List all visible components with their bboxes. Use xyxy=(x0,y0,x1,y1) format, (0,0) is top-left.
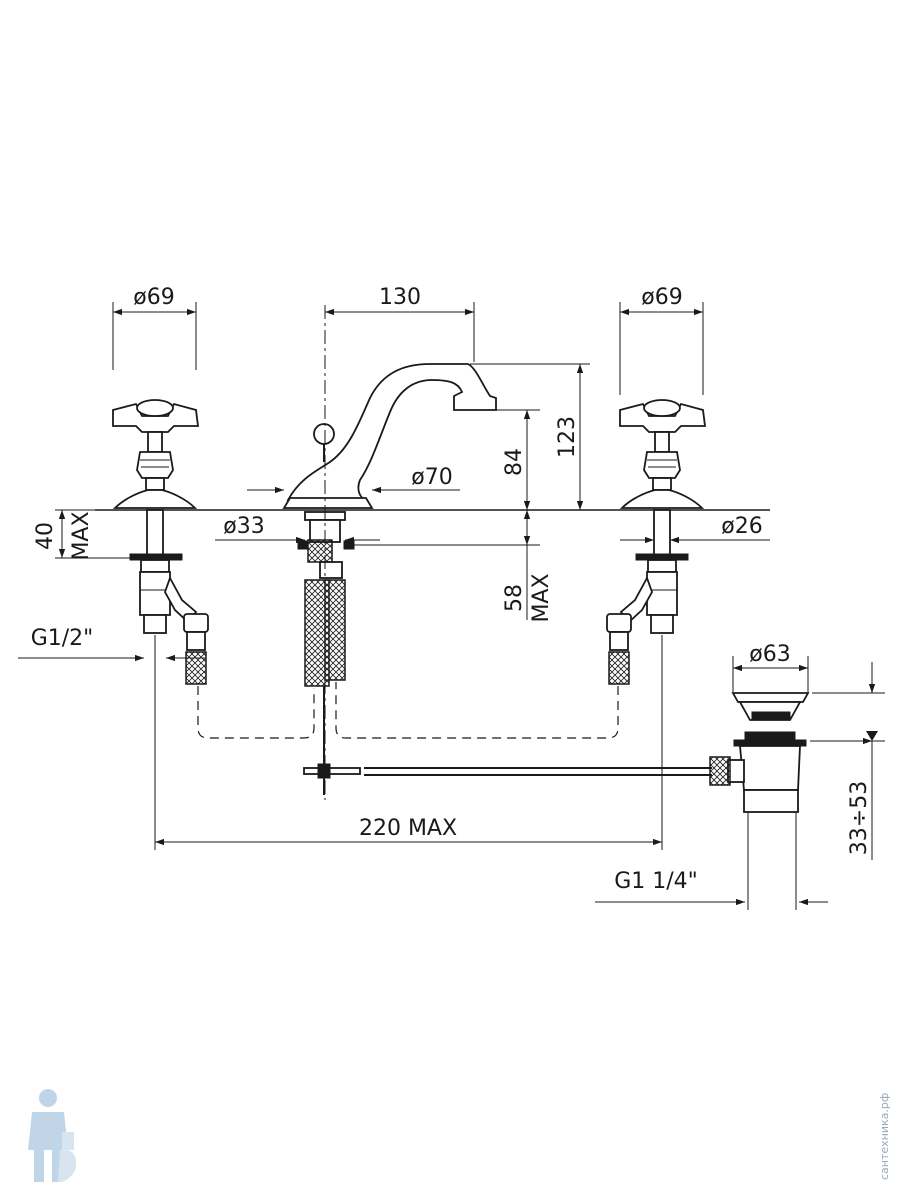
dim-label-spout-shank: 58 xyxy=(502,584,527,612)
dim-label-outlet-height: 84 xyxy=(502,448,527,476)
dim-label-inlet-thread: G1/2" xyxy=(31,626,94,651)
dim-label-deck-max: MAX xyxy=(69,511,94,560)
dim-spout-height: 123 xyxy=(470,363,590,510)
dim-label-spout-base: ø70 xyxy=(411,465,452,490)
watermark-text: сантехника.рф xyxy=(878,1093,891,1180)
popup-waste xyxy=(709,692,810,813)
dim-label-valve-shank: ø26 xyxy=(721,514,762,539)
dim-waste-range: 33÷53 xyxy=(810,662,885,860)
dim-label-deck-thickness: 40 xyxy=(33,522,58,550)
right-valve xyxy=(606,399,707,685)
lift-rod xyxy=(303,763,712,779)
dim-waste-dia: ø63 xyxy=(732,642,809,692)
dim-spout-shank: 58 MAX xyxy=(345,510,554,623)
dim-spout-spacing: 130 xyxy=(325,285,475,362)
dim-hole: ø33 xyxy=(215,514,380,544)
dim-label-spout-shank-max: MAX xyxy=(529,573,554,622)
dim-label-overall-width: 220 MAX xyxy=(359,816,457,841)
plumber-logo xyxy=(28,1089,76,1182)
dim-label-left-handle: ø69 xyxy=(133,285,174,310)
dim-waste-thread: G1 1/4" xyxy=(595,812,828,910)
dim-deck-thickness: 40 MAX xyxy=(33,509,145,561)
dim-label-waste-thread: G1 1/4" xyxy=(614,869,698,894)
dim-valve-shank: ø26 xyxy=(620,514,770,544)
left-valve xyxy=(112,399,209,685)
dim-label-right-handle: ø69 xyxy=(641,285,682,310)
dim-label-spout-spacing: 130 xyxy=(379,285,421,310)
spout xyxy=(282,363,497,795)
dim-outlet-height: 84 xyxy=(496,409,540,510)
dim-left-handle: ø69 xyxy=(112,285,197,370)
left-hose-hidden xyxy=(197,686,315,739)
dim-spout-base: ø70 xyxy=(247,465,460,494)
dim-label-hole: ø33 xyxy=(223,514,264,539)
dim-label-waste-dia: ø63 xyxy=(749,642,790,667)
dim-overall-width: 220 MAX xyxy=(154,635,663,850)
dim-label-spout-height: 123 xyxy=(555,416,580,458)
dim-label-waste-range: 33÷53 xyxy=(847,781,872,855)
dim-inlet-thread: G1/2" xyxy=(18,626,205,662)
right-hose-hidden xyxy=(335,682,619,739)
dim-right-handle: ø69 xyxy=(619,285,704,395)
